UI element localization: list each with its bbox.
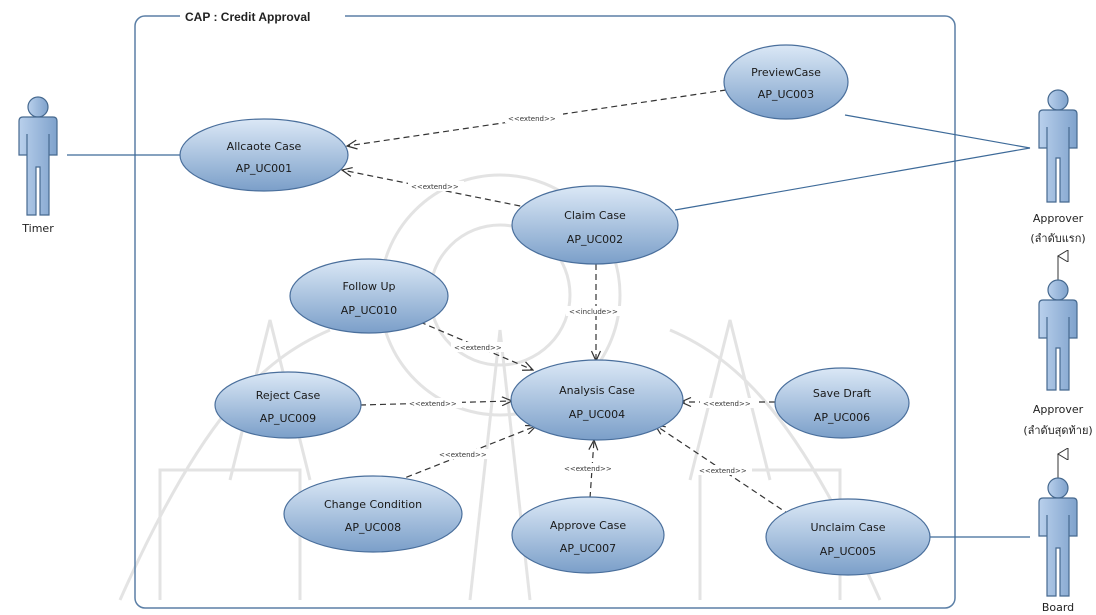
use-case-uc004[interactable]: Analysis Case AP_UC004 (510, 359, 684, 441)
use-case-code: AP_UC009 (260, 412, 316, 425)
stereo-uc002-uc001: <<extend>> (411, 183, 459, 191)
actor-approver-1[interactable]: Approver (ลำดับแรก) (1030, 89, 1086, 245)
use-case-name: Follow Up (342, 280, 395, 293)
use-case-name: Save Draft (813, 387, 872, 400)
stereo-uc002-uc004: <<include>> (569, 308, 618, 316)
use-case-uc003[interactable]: PreviewCase AP_UC003 (723, 44, 849, 120)
use-case-code: AP_UC002 (567, 233, 623, 246)
actor-sublabel: (ลำดับสุดท้าย) (1023, 424, 1092, 437)
stereo-uc005-uc004: <<extend>> (699, 467, 747, 475)
use-case-name: Unclaim Case (810, 521, 885, 534)
use-case-name: Claim Case (564, 209, 626, 222)
use-case-code: AP_UC008 (345, 521, 401, 534)
stereo-uc003-uc001: <<extend>> (508, 115, 556, 123)
use-case-uc001[interactable]: Allcaote Case AP_UC001 (179, 118, 349, 192)
actor-label: Approver (1033, 403, 1084, 416)
use-case-name: Approve Case (550, 519, 626, 532)
use-case-name: Analysis Case (559, 384, 635, 397)
use-case-code: AP_UC001 (236, 162, 292, 175)
assoc-approver-uc003 (844, 114, 1031, 149)
use-case-code: AP_UC005 (820, 545, 876, 558)
use-case-code: AP_UC007 (560, 542, 616, 555)
actor-body (18, 116, 58, 216)
use-case-uc005[interactable]: Unclaim Case AP_UC005 (765, 498, 931, 576)
use-case-name: PreviewCase (751, 66, 821, 79)
stereo-uc010-uc004: <<extend>> (454, 344, 502, 352)
use-case-uc002[interactable]: Claim Case AP_UC002 (511, 185, 679, 265)
use-case-code: AP_UC006 (814, 411, 870, 424)
use-case-code: AP_UC004 (569, 408, 625, 421)
boundary-title-bg (180, 8, 345, 26)
use-case-name: Reject Case (256, 389, 321, 402)
stereo-uc008-uc004: <<extend>> (439, 451, 487, 459)
use-case-uc006[interactable]: Save Draft AP_UC006 (774, 367, 910, 439)
assoc-approver-uc002 (674, 147, 1031, 211)
stereo-uc007-uc004: <<extend>> (564, 465, 612, 473)
actor-body (1038, 299, 1078, 391)
use-case-name: Allcaote Case (227, 140, 302, 153)
stereo-uc009-uc004: <<extend>> (409, 400, 457, 408)
actor-timer[interactable]: Timer (18, 96, 58, 235)
actor-label: Approver (1033, 212, 1084, 225)
boundary-title: CAP : Credit Approval (185, 10, 310, 24)
use-case-name: Change Condition (324, 498, 422, 511)
use-case-uc007[interactable]: Approve Case AP_UC007 (511, 496, 665, 574)
dep-uc009-uc004 (359, 401, 512, 405)
actor-label: Timer (21, 222, 54, 235)
use-case-code: AP_UC010 (341, 304, 397, 317)
actor-body (1038, 497, 1078, 597)
actor-body (1038, 109, 1078, 203)
actor-board[interactable]: Board (1038, 477, 1078, 614)
actor-label: Board (1042, 601, 1074, 614)
actor-sublabel: (ลำดับแรก) (1030, 232, 1085, 245)
stereotype-labels: <<extend>> <<extend>> <<include>> <<exte… (406, 113, 756, 475)
system-boundary (134, 15, 956, 609)
actor-approver-2[interactable]: Approver (ลำดับสุดท้าย) (1023, 279, 1093, 437)
use-case-uc008[interactable]: Change Condition AP_UC008 (283, 475, 463, 553)
use-case-uc010[interactable]: Follow Up AP_UC010 (289, 258, 449, 334)
use-case-uc009[interactable]: Reject Case AP_UC009 (214, 371, 362, 439)
use-case-code: AP_UC003 (758, 88, 814, 101)
stereo-uc006-uc004: <<extend>> (703, 400, 751, 408)
associations (67, 114, 1031, 538)
